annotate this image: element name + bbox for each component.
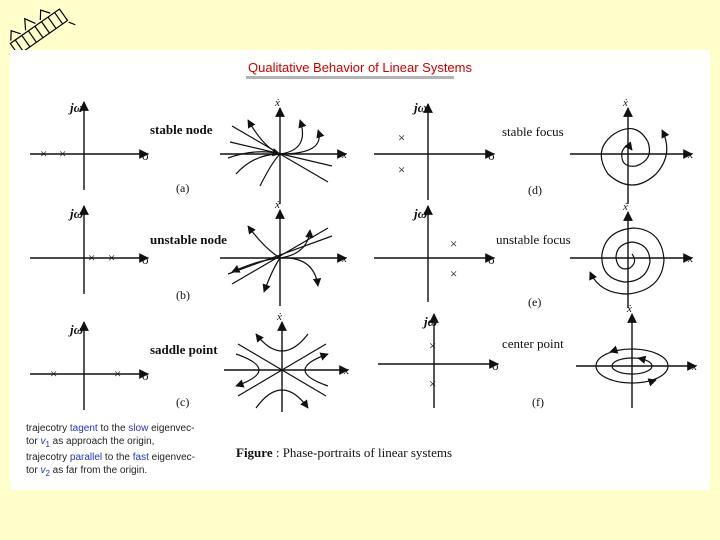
panel-c-pole-2: × [114, 366, 121, 381]
panel-c-phase-portrait: ẋ x [224, 311, 349, 412]
panel-f-jw-label: jω [422, 314, 437, 329]
panel-b-pole-plane: jω σ × × [30, 205, 149, 294]
panel-c-name: saddle point [150, 342, 218, 357]
caption-text: : Phase-portraits of linear systems [272, 445, 453, 460]
panel-d-tag: (d) [528, 183, 542, 197]
slide-title: Qualitative Behavior of Linear Systems [248, 60, 472, 75]
panel-d-name: stable focus [502, 124, 564, 139]
panel-a-tag: (a) [176, 181, 189, 195]
panel-c-pole-1: × [50, 366, 57, 381]
panel-a-name: stable node [150, 122, 213, 137]
panel-c-pole-plane: jω σ × × [30, 321, 149, 410]
panel-d-pole-1: × [398, 130, 405, 145]
panel-f-center-point: jω σ × × center point (f) ẋ x [378, 303, 697, 409]
panel-b-phase-portrait: ẋ x [220, 199, 347, 306]
note-line-2: tor v1 as approach the origin, [26, 436, 155, 449]
panel-a-jw-label: jω [68, 100, 83, 115]
panel-b-xdot-label: ẋ [274, 199, 280, 211]
panel-d-pole-2: × [398, 162, 405, 177]
panel-a-phase-portrait: ẋ x [220, 97, 347, 204]
note-line-3: trajecotry parallel to the fast eigenvec… [26, 452, 195, 463]
figure-caption: Figure : Phase-portraits of linear syste… [236, 445, 452, 461]
panel-b-name: unstable node [150, 232, 227, 247]
panel-b-tag: (b) [176, 288, 190, 302]
panel-b-x-label: x [341, 253, 347, 265]
panel-c-tag: (c) [176, 395, 189, 409]
panel-a-stable-node: jω σ × × stable node (a) ẋ x [30, 97, 347, 204]
caption-label: Figure [236, 445, 273, 460]
eigenvector-note: trajecotry tagent to the slow eigenvec- … [26, 422, 226, 480]
panel-c-sigma-label: σ [142, 368, 149, 383]
panel-b-pole-1: × [88, 250, 95, 265]
panel-f-xdot-label: ẋ [626, 303, 632, 315]
panel-b-unstable-node: jω σ × × unstable node (b) ẋ x [30, 199, 347, 306]
panel-f-sigma-label: σ [492, 358, 499, 373]
panel-f-pole-plane: jω σ × × [378, 313, 499, 408]
panel-d-xdot-label: ẋ [622, 97, 628, 109]
panel-a-pole-plane: jω σ × × [30, 100, 149, 190]
panel-d-sigma-label: σ [488, 148, 495, 163]
panel-f-name: center point [502, 336, 564, 351]
panel-e-xdot-label: ẋ [622, 201, 628, 213]
panel-e-tag: (e) [528, 295, 541, 309]
panel-a-xdot-label: ẋ [274, 97, 280, 109]
panel-b-pole-2: × [108, 250, 115, 265]
phase-portrait-figure: jω σ × × stable node (a) ẋ x jω σ [30, 97, 697, 412]
note-line-1: trajecotry tagent to the slow eigenvec- [26, 423, 195, 434]
panel-e-pole-2: × [450, 266, 457, 281]
panel-c-xdot-label: ẋ [276, 311, 282, 323]
panel-a-pole-1: × [40, 146, 47, 161]
panel-b-sigma-label: σ [142, 252, 149, 267]
panel-a-x-label: x [341, 149, 347, 161]
panel-e-x-label: x [687, 253, 693, 265]
panel-b-jw-label: jω [68, 206, 83, 221]
panel-d-pole-plane: jω σ × × [374, 100, 495, 200]
panel-a-pole-2: × [59, 146, 66, 161]
note-line-4: tor v2 as far from the origin. [26, 465, 148, 478]
title-underline [246, 76, 454, 79]
panel-e-pole-plane: jω σ × × [374, 205, 495, 302]
panel-f-pole-2: × [429, 376, 436, 391]
panel-c-jw-label: jω [68, 322, 83, 337]
panel-c-x-label: x [343, 365, 349, 377]
panel-a-sigma-label: σ [142, 148, 149, 163]
panel-f-x-label: x [691, 361, 697, 373]
panel-d-x-label: x [687, 149, 693, 161]
panel-e-name: unstable focus [496, 232, 571, 247]
institution-seal-icon [9, 8, 76, 60]
panel-d-phase-portrait: ẋ x [570, 97, 693, 204]
content-panel [10, 50, 710, 490]
panel-e-phase-portrait: ẋ x [570, 201, 693, 308]
panel-c-saddle-point: jω σ × × saddle point (c) ẋ x [30, 311, 349, 412]
panel-d-stable-focus: jω σ × × stable focus (d) ẋ x [374, 97, 693, 204]
panel-e-jw-label: jω [412, 206, 427, 221]
panel-f-phase-portrait: ẋ x [576, 303, 697, 408]
panel-f-tag: (f) [532, 395, 544, 409]
panel-f-pole-1: × [429, 338, 436, 353]
panel-e-sigma-label: σ [488, 252, 495, 267]
panel-d-jw-label: jω [412, 100, 427, 115]
panel-e-pole-1: × [450, 236, 457, 251]
panel-e-unstable-focus: jω σ × × unstable focus (e) ẋ x [374, 201, 693, 309]
